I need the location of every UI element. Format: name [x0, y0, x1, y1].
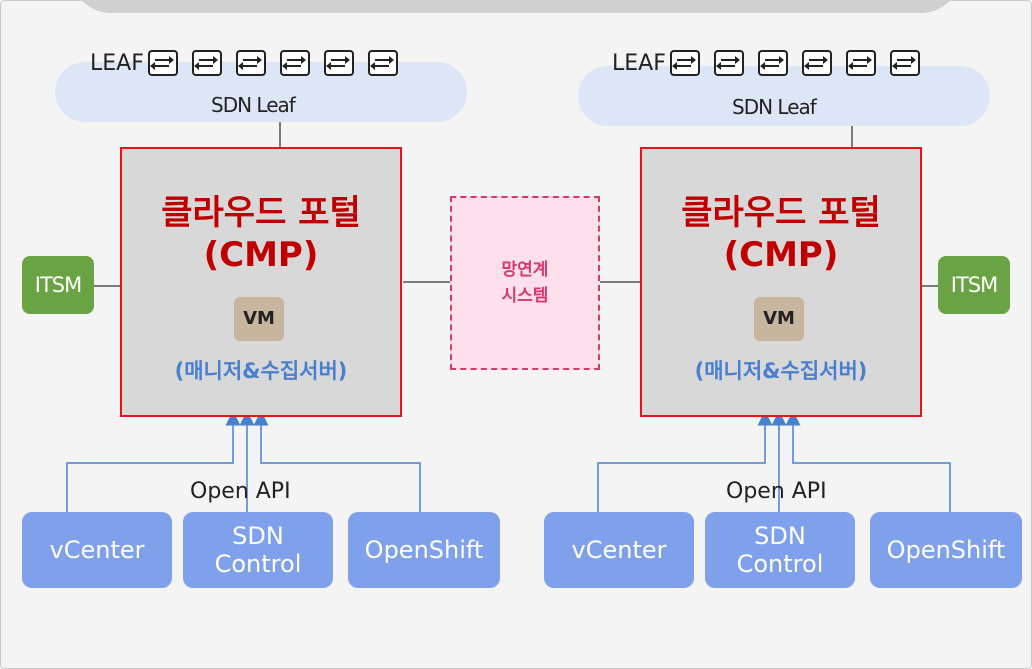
cmp-box-right: 클라우드 포털 (CMP) VM (매니저&수집서버)	[640, 147, 922, 417]
network-switch-icon	[279, 50, 310, 76]
vm-badge: VM	[234, 297, 284, 341]
network-switch-icon	[367, 50, 398, 76]
cmp-title-line2: (CMP)	[723, 235, 839, 275]
api-link-vcenter-right	[597, 410, 773, 515]
bridge-line2: 시스템	[501, 286, 549, 306]
source-openshift-left: OpenShift	[348, 512, 500, 588]
source-vcenter-left: vCenter	[22, 512, 172, 588]
cmp-title-line1: 클라우드 포털	[161, 193, 361, 233]
network-switch-icon	[323, 50, 354, 76]
open-api-label-left: Open API	[190, 479, 291, 504]
leaf-label: LEAF	[612, 50, 666, 76]
network-switch-icon	[801, 50, 832, 76]
sdn-leaf-label-right: SDN Leaf	[732, 95, 817, 119]
itsm-box-right: ITSM	[938, 256, 1010, 314]
bridge-line1: 망연계	[501, 260, 549, 280]
api-link-openshift-left	[253, 410, 421, 515]
network-switch-icon	[235, 50, 266, 76]
vm-badge: VM	[754, 297, 804, 341]
source-sdn-control-right: SDN Control	[705, 512, 855, 588]
leaf-switch-row-right: LEAF	[612, 50, 920, 76]
source-openshift-right: OpenShift	[870, 512, 1022, 588]
itsm-box-left: ITSM	[22, 256, 94, 314]
api-link-openshift-right	[785, 410, 951, 515]
leaf-label: LEAF	[90, 50, 144, 76]
api-link-vcenter-left	[66, 410, 241, 515]
network-switch-icon	[669, 50, 700, 76]
network-switch-icon	[191, 50, 222, 76]
cmp-title-line2: (CMP)	[203, 235, 319, 275]
network-bridge-system: 망연계 시스템	[450, 196, 600, 370]
network-switch-icon	[889, 50, 920, 76]
top-tab	[71, 0, 961, 13]
cmp-subtitle: (매니저&수집서버)	[174, 359, 348, 383]
cmp-box-left: 클라우드 포털 (CMP) VM (매니저&수집서버)	[120, 147, 402, 417]
network-switch-icon	[147, 50, 178, 76]
open-api-label-right: Open API	[726, 479, 827, 504]
sdn-leaf-label-left: SDN Leaf	[211, 93, 296, 117]
source-sdn-control-left: SDN Control	[183, 512, 333, 588]
network-switch-icon	[713, 50, 744, 76]
cmp-title-line1: 클라우드 포털	[681, 193, 881, 233]
cmp-subtitle: (매니저&수집서버)	[694, 359, 868, 383]
sdn-leaf-cloud-right	[578, 66, 990, 126]
leaf-switch-row-left: LEAF	[90, 50, 398, 76]
network-switch-icon	[757, 50, 788, 76]
network-switch-icon	[845, 50, 876, 76]
source-vcenter-right: vCenter	[544, 512, 694, 588]
